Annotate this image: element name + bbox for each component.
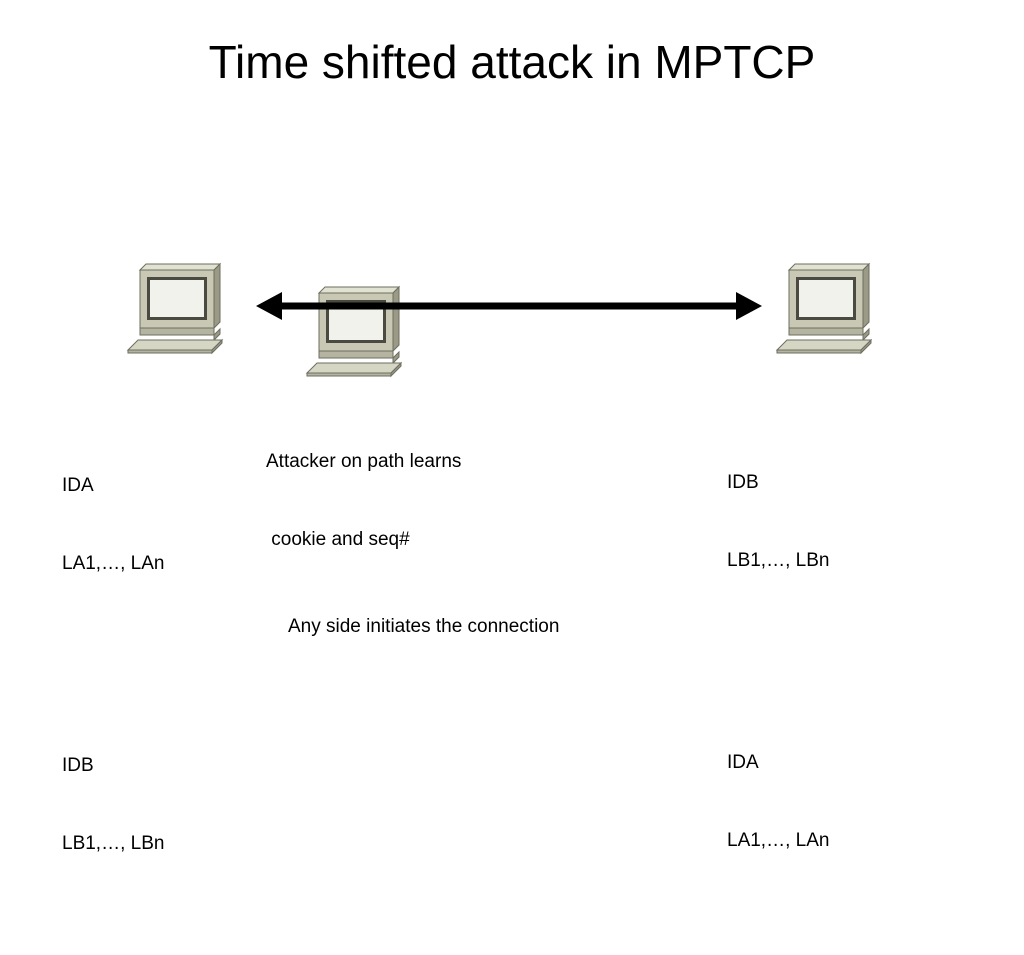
host-a-labels: IDA LA1,…, LAn IDB LB1,…, LBn	[62, 369, 164, 955]
slide-title: Time shifted attack in MPTCP	[208, 36, 816, 88]
host-b-line-1: IDB	[727, 472, 759, 493]
attacker-line-2: cookie and seq#	[266, 529, 410, 550]
host-b-computer-icon	[776, 263, 872, 354]
host-b-line-3: IDA	[727, 752, 759, 773]
attacker-line-1: Attacker on path learns	[266, 451, 462, 472]
host-a-line-2: LA1,…, LAn	[62, 553, 165, 574]
host-a-computer-icon	[127, 263, 223, 354]
host-b-line-2: LB1,…, LBn	[727, 550, 830, 571]
connection-arrow	[256, 292, 762, 320]
footer-caption: Any side initiates the connection	[288, 616, 560, 637]
attacker-labels: Attacker on path learns cookie and seq#	[266, 397, 461, 579]
attacker-computer-icon	[306, 286, 402, 377]
host-a-line-3: IDB	[62, 755, 94, 776]
host-b-line-4: LA1,…, LAn	[727, 830, 830, 851]
host-a-line-4: LB1,…, LBn	[62, 833, 165, 854]
host-b-labels: IDB LB1,…, LBn IDA LA1,…, LAn	[727, 366, 829, 952]
host-a-line-1: IDA	[62, 475, 94, 496]
network-diagram	[127, 263, 872, 377]
